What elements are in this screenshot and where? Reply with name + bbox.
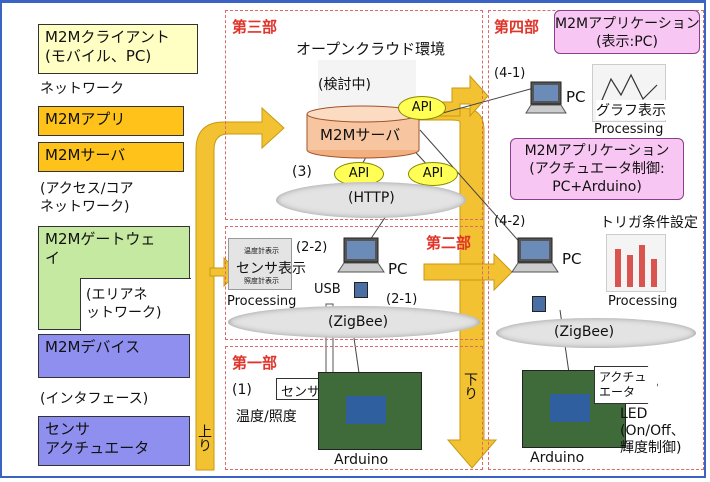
step-4-2-label: (4-2) — [494, 214, 526, 229]
down-arrow-label: 下り — [462, 372, 478, 400]
thumb-line1: 温度計表示 — [244, 247, 279, 255]
xbee-module-icon — [354, 282, 368, 298]
app-box-actuator: M2Mアプリケーション (アクチュエータ制御: PC+Arduino) — [510, 138, 684, 200]
layer-area-label: (エリアネ ットワーク) — [86, 287, 162, 321]
trigger-bars-icon — [615, 245, 657, 287]
arduino-board-right — [550, 394, 590, 422]
processing-label-actuator: Processing — [608, 294, 678, 309]
server-cylinder-icon — [306, 105, 420, 159]
up-arrow — [195, 106, 285, 471]
section-part2 — [225, 226, 483, 340]
gateway-pc-label: PC — [388, 260, 408, 278]
internet-cloud — [276, 182, 466, 218]
graph-label: グラフ表示 — [596, 100, 666, 120]
led-label: LED (On/Off、 輝度制御) — [620, 406, 685, 456]
app-box-display: M2Mアプリケーション (表示:PC) — [554, 10, 700, 54]
gateway-laptop-icon — [337, 237, 385, 273]
arduino-board-left — [346, 396, 386, 424]
processing-label-gw: Processing — [227, 294, 297, 309]
zigbee-label-right: (ZigBee) — [554, 324, 615, 340]
link-server-pc2 — [419, 129, 533, 257]
api-bubble-top: API — [398, 96, 446, 120]
section-part4-title: 第四部 — [494, 18, 540, 36]
layer-app: M2Mアプリ — [38, 106, 184, 136]
section-part3-title: 第三部 — [232, 18, 278, 36]
step-1-label: (1) — [232, 382, 252, 398]
sensor-display-thumb — [228, 238, 292, 290]
layer-device: M2Mデバイス — [38, 334, 190, 378]
layer-interface-label: (インタフェース) — [40, 391, 149, 407]
api-bubble-right: API — [408, 162, 458, 186]
gateway-notch — [80, 278, 191, 331]
layer-client: M2Mクライアント (モバイル、PC) — [38, 24, 198, 74]
step-4-1-label: (4-1) — [494, 66, 526, 81]
trigger-thumb — [606, 234, 666, 292]
section-part3 — [225, 10, 483, 220]
arduino-label-left: Arduino — [334, 452, 389, 468]
xbee-module-right — [532, 296, 546, 312]
thumb-line2: 照度計表示 — [244, 277, 279, 285]
layer-access-label: (アクセス/コア ネットワーク) — [40, 181, 134, 215]
layer-network-label: ネットワーク — [40, 81, 124, 97]
display-pc-label: PC — [566, 88, 586, 106]
cloud-server-label: M2Mサーバ — [320, 126, 401, 144]
down-arrow — [419, 107, 498, 469]
display-laptop-icon — [525, 81, 567, 114]
processing-label-display: Processing — [594, 122, 664, 137]
zigbee-cloud-left — [228, 306, 480, 338]
section-part2-title: 第二部 — [426, 234, 472, 252]
branch-arrow-down — [423, 252, 513, 292]
http-label: (HTTP) — [348, 190, 395, 206]
section-part1-title: 第一部 — [232, 354, 278, 372]
layer-sensor: センサ アクチュエータ — [38, 416, 190, 466]
step-3-label: (3) — [292, 164, 312, 180]
sensor-display-label: センサ表示 — [236, 261, 306, 277]
up-arrow-label: 上り — [196, 424, 212, 452]
layer-server: M2Mサーバ — [38, 142, 184, 172]
step-2-2-label: (2-2) — [296, 240, 328, 255]
actuator-laptop-icon — [511, 237, 559, 273]
zigbee-cloud-right — [496, 318, 696, 348]
zigbee-label-left: (ZigBee) — [328, 314, 389, 330]
arduino-label-right: Arduino — [530, 450, 585, 466]
graph-line-icon — [598, 73, 658, 108]
section-part1 — [225, 346, 483, 470]
step-2-1-label: (2-1) — [386, 292, 418, 307]
cloud-env-title: オープンクラウド環境 — [296, 40, 446, 58]
arduino-photo-left — [318, 372, 422, 450]
measure-label: 温度/照度 — [236, 409, 297, 425]
cloud-env-status: (検討中) — [318, 77, 371, 93]
trigger-label: トリガ条件設定 — [600, 215, 698, 231]
actuator-pc-label: PC — [562, 250, 582, 268]
actuator-tag: アクチュ エータ — [594, 366, 658, 404]
usb-label: USB — [314, 282, 341, 297]
